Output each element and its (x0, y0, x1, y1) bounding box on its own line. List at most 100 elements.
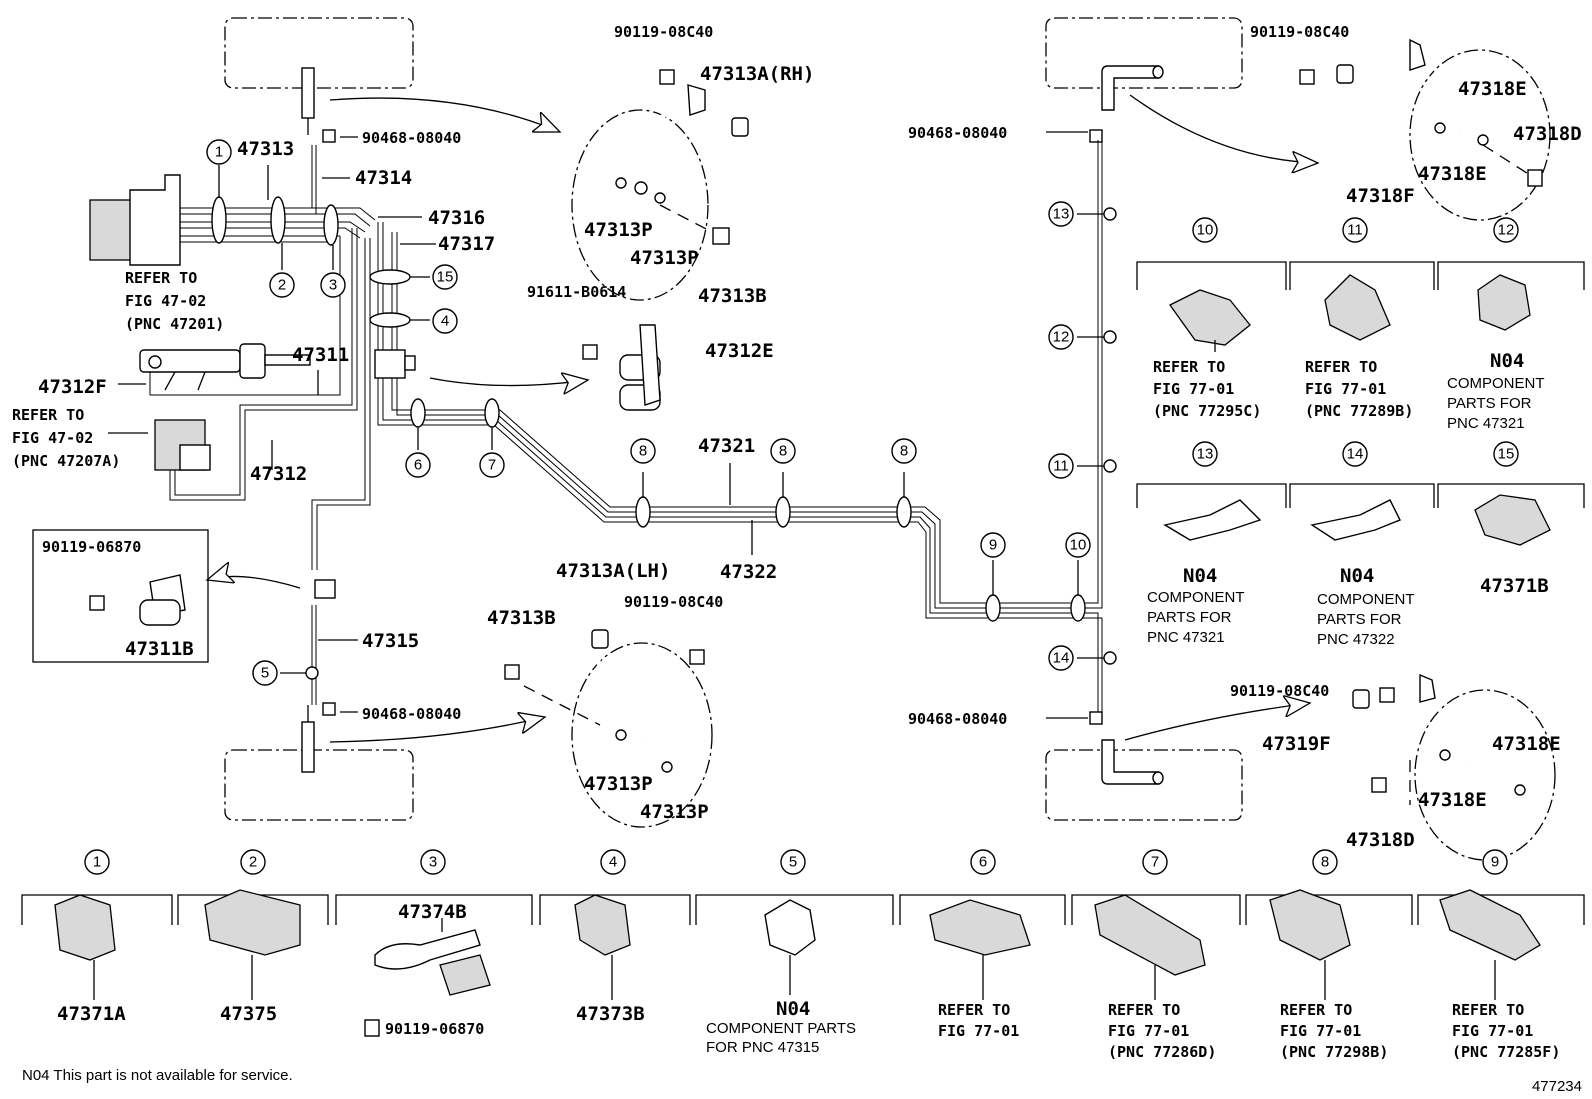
panel-14-line3: PNC 47322 (1317, 631, 1395, 648)
panel-6-line1: REFER TO (938, 1001, 1010, 1019)
panel-4-head: 47373B (576, 1003, 645, 1025)
part-47311-47312f (139, 343, 311, 471)
label-47318e-b: 47318E (1418, 163, 1487, 185)
panel-1-number: 1 (93, 854, 101, 871)
panel-14-line1: COMPONENT (1317, 591, 1415, 608)
panel-11-line1: REFER TO (1305, 358, 1377, 376)
label-47313b-b: 47313B (487, 607, 556, 629)
label-47311b: 47311B (125, 638, 194, 660)
front-right-fitting (1089, 65, 1164, 143)
panel-1-head: 47371A (57, 1003, 126, 1025)
panel-9-line3: (PNC 77285F) (1452, 1043, 1560, 1061)
right-panel-frames (1136, 261, 1585, 508)
panel-9-line1: REFER TO (1452, 1001, 1524, 1019)
bracket-47312e (582, 324, 661, 411)
valve-block (374, 349, 416, 379)
marker-14-label: 14 (1053, 650, 1070, 667)
ref-left-a-line3: (PNC 47201) (125, 315, 224, 333)
panel-3-head: 47374B (398, 901, 467, 923)
label-90468-08040-d: 90468-08040 (908, 710, 1007, 728)
wheel-outline-front-right (1045, 17, 1243, 89)
clamp-ellipses (211, 196, 1117, 680)
marker-circles: 1 2 3 4 5 6 7 8 8 8 9 10 11 12 13 14 15 … (84, 139, 1519, 875)
label-47313b-a: 47313B (698, 285, 767, 307)
marker-8b-label: 8 (779, 443, 787, 460)
marker-2-label: 2 (278, 277, 286, 294)
marker-5-label: 5 (261, 665, 269, 682)
label-47313p-c: 47313P (584, 773, 653, 795)
front-left-fitting (301, 67, 336, 143)
label-47318e-c: 47318E (1492, 733, 1561, 755)
wheel-outline-rear-left (224, 749, 414, 821)
panel-8-line3: (PNC 77298B) (1280, 1043, 1388, 1061)
panel-13-line2: PARTS FOR (1147, 609, 1232, 626)
label-90119-06870-a: 90119-06870 (42, 538, 141, 556)
panel-5-line1: COMPONENT PARTS (706, 1020, 856, 1037)
panel-11-line3: (PNC 77289B) (1305, 402, 1413, 420)
label-90119-08c40-c: 90119-08C40 (1250, 23, 1349, 41)
label-47312: 47312 (250, 463, 307, 485)
footnote: N04 This part is not available for servi… (22, 1067, 293, 1084)
marker-11-label: 11 (1053, 458, 1069, 475)
diagram-id: 477234 (1532, 1078, 1582, 1095)
bottom-panel-captions: 47371A 47375 47374B 90119-06870 47373B N… (57, 901, 1560, 1061)
label-47312e: 47312E (705, 340, 774, 362)
panel-3-number: 3 (429, 854, 437, 871)
panel-5-number: 5 (789, 854, 797, 871)
panel-15-head: 47371B (1480, 575, 1549, 597)
panel-clip-sketches (54, 274, 1551, 1037)
panel-7-line3: (PNC 77286D) (1108, 1043, 1216, 1061)
panel-9-line2: FIG 77-01 (1452, 1022, 1533, 1040)
panel-6-number: 6 (979, 854, 987, 871)
hose-group-front-left (571, 69, 749, 301)
panel-10-number: 10 (1197, 222, 1214, 239)
marker-7-label: 7 (488, 457, 496, 474)
label-90119-08c40-b: 90119-08C40 (624, 593, 723, 611)
panel-11-line2: FIG 77-01 (1305, 380, 1386, 398)
label-47313p-b: 47313P (630, 247, 699, 269)
label-47318e-a: 47318E (1458, 78, 1527, 100)
rear-left-fitting (301, 702, 336, 773)
hose-group-rear-left (504, 629, 713, 828)
label-47312f: 47312F (38, 376, 107, 398)
label-47318e-d: 47318E (1418, 789, 1487, 811)
panel-4-number: 4 (609, 854, 617, 871)
label-47316: 47316 (428, 207, 485, 229)
ref-left-b-line3: (PNC 47207A) (12, 452, 120, 470)
label-47313a-lh: 47313A(LH) (556, 560, 670, 582)
ref-left-a-line2: FIG 47-02 (125, 292, 206, 310)
panel-7-line2: FIG 77-01 (1108, 1022, 1189, 1040)
marker-15-label: 15 (437, 269, 454, 286)
panel-10-line3: (PNC 77295C) (1153, 402, 1261, 420)
label-91611-b0614: 91611-B0614 (527, 283, 626, 301)
marker-1-label: 1 (215, 144, 223, 161)
label-47311: 47311 (292, 344, 349, 366)
label-47313a-rh: 47313A(RH) (700, 63, 814, 85)
label-47313p-d: 47313P (640, 801, 709, 823)
ref-left-b-line2: FIG 47-02 (12, 429, 93, 447)
label-47313p-a: 47313P (584, 219, 653, 241)
label-47318d-b: 47318D (1346, 829, 1415, 851)
label-47319f: 47319F (1262, 733, 1331, 755)
label-47321: 47321 (698, 435, 755, 457)
marker-13-label: 13 (1053, 206, 1070, 223)
panel-8-line2: FIG 77-01 (1280, 1022, 1361, 1040)
panel-12-line3: PNC 47321 (1447, 415, 1525, 432)
label-47313: 47313 (237, 138, 294, 160)
panel-12-head: N04 (1490, 350, 1524, 372)
marker-9-label: 9 (989, 537, 997, 554)
inset-box-47311b (32, 529, 209, 663)
clip-47311b (89, 574, 336, 626)
panel-12-line2: PARTS FOR (1447, 395, 1532, 412)
label-90468-08040-b: 90468-08040 (362, 705, 461, 723)
panel-7-line1: REFER TO (1108, 1001, 1180, 1019)
panel-13-number: 13 (1197, 446, 1214, 463)
panel-12-number: 12 (1498, 222, 1515, 239)
label-90119-08c40-a: 90119-08C40 (614, 23, 713, 41)
marker-4-label: 4 (441, 313, 449, 330)
marker-8a-label: 8 (639, 443, 647, 460)
panel-11-number: 11 (1347, 222, 1363, 239)
panel-8-number: 8 (1321, 854, 1329, 871)
panel-9-number: 9 (1491, 854, 1499, 871)
